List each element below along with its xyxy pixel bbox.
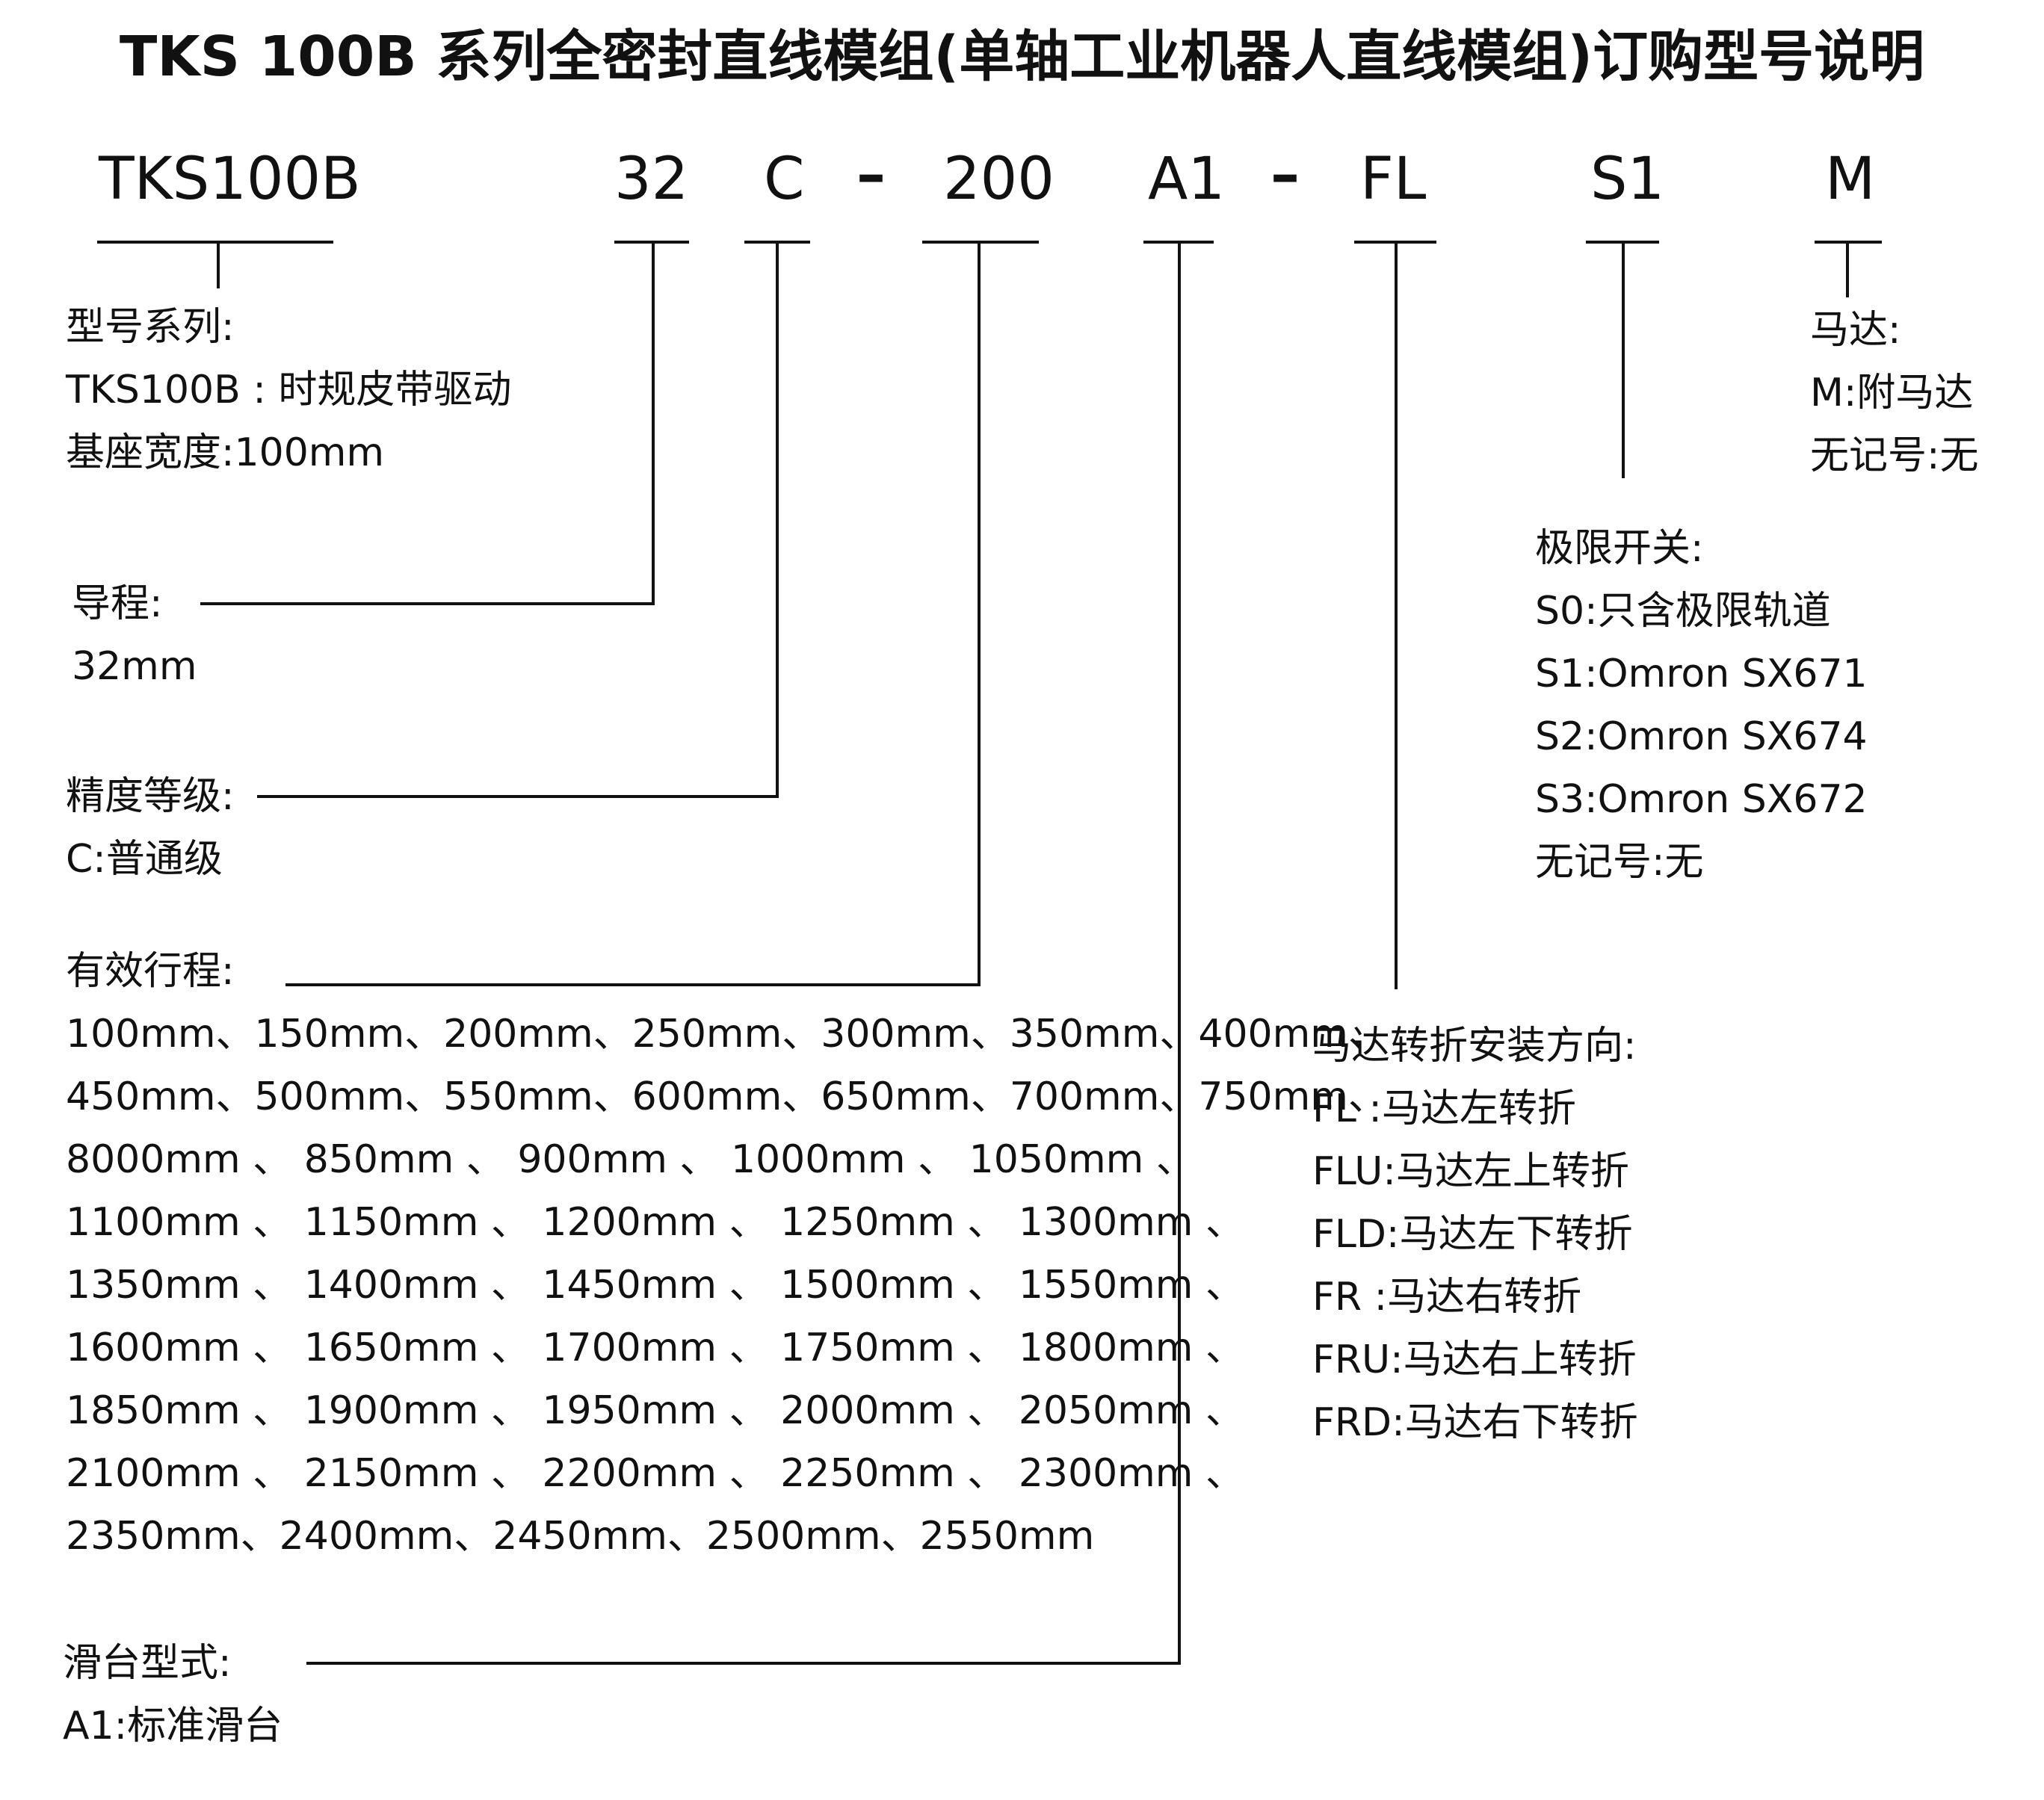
direction-item: FLD:马达左下转折 bbox=[1312, 1212, 1633, 1257]
direction-item: FLU:马达左上转折 bbox=[1312, 1149, 1629, 1194]
limit-item: S3:Omron SX672 bbox=[1535, 777, 1868, 822]
limit-item: S0:只含极限轨道 bbox=[1535, 589, 1831, 634]
code-dash-2: – bbox=[1270, 141, 1300, 208]
stroke-row: 1350mm 、 1400mm 、 1450mm 、 1500mm 、 1550… bbox=[66, 1263, 1244, 1308]
slide-value: A1:标准滑台 bbox=[63, 1704, 283, 1748]
stroke-heading: 有效行程: bbox=[66, 949, 235, 994]
limit-item: S1:Omron SX671 bbox=[1535, 652, 1868, 696]
stroke-row: 1100mm 、 1150mm 、 1200mm 、 1250mm 、 1300… bbox=[66, 1200, 1244, 1245]
stroke-row: 2100mm 、 2150mm 、 2200mm 、 2250mm 、 2300… bbox=[66, 1451, 1244, 1496]
document-title: TKS 100B 系列全密封直线模组(单轴工业机器人直线模组)订购型号说明 bbox=[119, 25, 1925, 89]
lead-connector-vertical bbox=[652, 241, 655, 605]
limit-item: S2:Omron SX674 bbox=[1535, 714, 1868, 759]
series-underline bbox=[97, 241, 333, 244]
code-series: TKS100B bbox=[99, 146, 361, 213]
direction-heading: 马达转折安装方向: bbox=[1312, 1024, 1637, 1068]
series-line-2: 基座宽度:100mm bbox=[66, 430, 385, 475]
lead-heading: 导程: bbox=[72, 581, 163, 626]
slide-connector-horizontal bbox=[306, 1662, 1181, 1665]
code-precision: C bbox=[764, 146, 805, 213]
code-motor: M bbox=[1825, 146, 1876, 213]
stroke-row: 2350mm、2400mm、2450mm、2500mm、2550mm bbox=[66, 1514, 1095, 1559]
code-dash-1: – bbox=[856, 141, 886, 208]
code-slide: A1 bbox=[1148, 146, 1225, 213]
limit-heading: 极限开关: bbox=[1535, 526, 1704, 571]
lead-connector-horizontal bbox=[200, 602, 655, 605]
motor-heading: 马达: bbox=[1810, 308, 1901, 353]
limit-item: 无记号:无 bbox=[1535, 840, 1704, 885]
stroke-row: 1600mm 、 1650mm 、 1700mm 、 1750mm 、 1800… bbox=[66, 1326, 1244, 1370]
series-line-1: TKS100B : 时规皮带驱动 bbox=[66, 368, 512, 412]
stroke-row: 8000mm 、 850mm 、 900mm 、 1000mm 、 1050mm… bbox=[66, 1137, 1195, 1182]
precision-value: C:普通级 bbox=[66, 837, 223, 882]
slide-connector-vertical bbox=[1178, 241, 1181, 1665]
direction-item: FR :马达右转折 bbox=[1312, 1275, 1582, 1320]
lead-value: 32mm bbox=[72, 644, 197, 689]
series-heading: 型号系列: bbox=[66, 305, 235, 350]
code-motor-direction: FL bbox=[1360, 146, 1427, 213]
precision-connector-vertical bbox=[776, 241, 779, 798]
direction-item: FRD:马达右下转折 bbox=[1312, 1400, 1638, 1445]
motor-line-2: 无记号:无 bbox=[1810, 433, 1979, 478]
motor-line-1: M:附马达 bbox=[1810, 371, 1974, 415]
direction-item: FRU:马达右上转折 bbox=[1312, 1337, 1637, 1382]
code-lead: 32 bbox=[614, 146, 689, 213]
direction-connector bbox=[1395, 241, 1398, 989]
series-connector bbox=[217, 241, 220, 288]
precision-connector-horizontal bbox=[257, 795, 779, 798]
stroke-connector-vertical bbox=[978, 241, 981, 986]
stroke-row: 1850mm 、 1900mm 、 1950mm 、 2000mm 、 2050… bbox=[66, 1388, 1244, 1433]
slide-heading: 滑台型式: bbox=[63, 1641, 232, 1686]
direction-item: FL :马达左转折 bbox=[1312, 1086, 1576, 1131]
stroke-row: 100mm、150mm、200mm、250mm、300mm、350mm、400m… bbox=[66, 1012, 1387, 1057]
precision-heading: 精度等级: bbox=[66, 774, 235, 819]
stroke-underline bbox=[922, 241, 1039, 244]
code-stroke: 200 bbox=[943, 146, 1055, 213]
stroke-row: 450mm、500mm、550mm、600mm、650mm、700mm、750m… bbox=[66, 1074, 1387, 1119]
stroke-connector-horizontal bbox=[285, 983, 981, 986]
motor-connector bbox=[1846, 241, 1849, 297]
code-limit-switch: S1 bbox=[1590, 146, 1665, 213]
limit-connector bbox=[1622, 241, 1625, 478]
